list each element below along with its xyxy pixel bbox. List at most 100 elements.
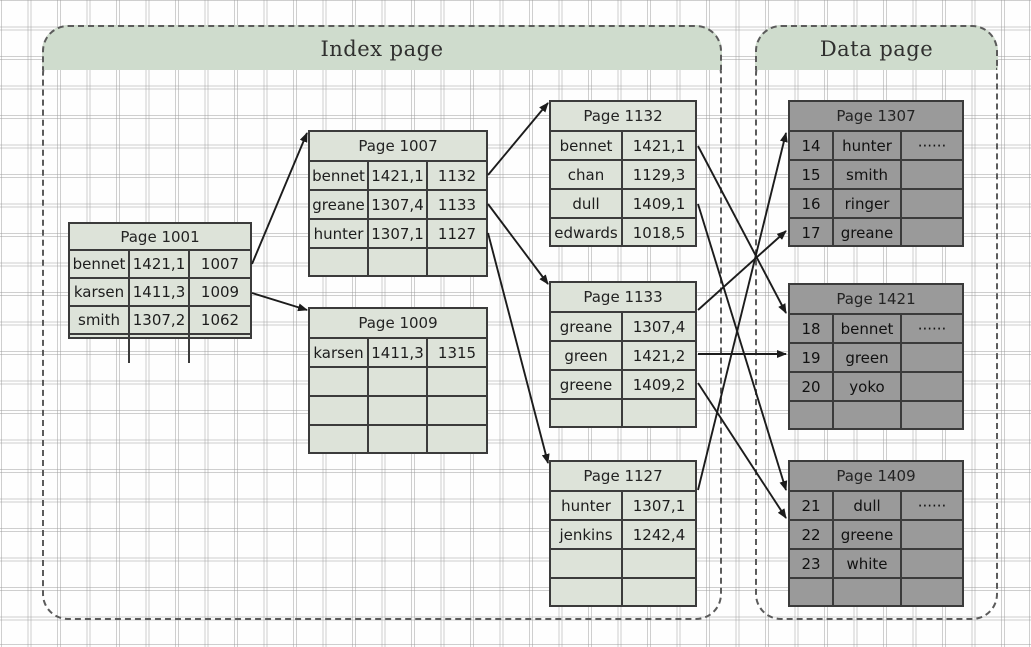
table-row[interactable]: greane 1307,4 1133 [310,191,486,220]
table-row-empty[interactable] [310,368,486,397]
cell-page: 1132 [437,166,477,185]
cell-rowid: 18 [790,315,834,342]
cell-rid [130,335,190,363]
data-table-page-1409[interactable]: Page 1409 21 dull ······ 22 greene 23 wh… [788,460,964,607]
table-row[interactable]: 20 yoko [790,373,962,402]
page-1421-header: Page 1421 [790,285,962,315]
page-1007-header: Page 1007 [310,132,486,162]
cell-name: bennet [834,315,902,342]
index-table-page-1127[interactable]: Page 1127 hunter 1307,1 jenkins 1242,4 [549,460,697,607]
table-row[interactable]: hunter 1307,1 [551,492,695,521]
table-row[interactable]: bennet 1421,1 [551,132,695,161]
table-row[interactable]: 18 bennet ······ [790,315,962,344]
table-row[interactable]: greane 1307,4 [551,313,695,342]
cell-key: bennet [310,162,369,189]
cell-more [902,402,962,430]
cell-key [310,249,369,277]
table-row[interactable]: jenkins 1242,4 [551,521,695,550]
cell-key: greane [551,313,623,340]
cell-more: ······ [917,136,947,155]
cell-rowid: 16 [790,190,834,217]
table-row[interactable]: 14 hunter ······ [790,132,962,161]
cell-name: yoko [834,373,902,400]
cell-page: 1007 [200,255,240,273]
table-row[interactable]: greene 1409,2 [551,371,695,400]
cell-rowid: 23 [790,550,834,577]
index-table-page-1009[interactable]: Page 1009 karsen 1411,3 1315 [308,307,488,454]
cell-rid: 1307,1 [369,220,428,247]
table-row[interactable]: 21 dull ······ [790,492,962,521]
table-row[interactable]: edwards 1018,5 [551,219,695,247]
cell-key [551,550,623,577]
cell-rid: 1421,2 [632,346,686,365]
cell-page [428,249,486,277]
cell-rowid: 14 [790,132,834,159]
table-row-empty[interactable] [70,335,250,363]
cell-key: bennet [70,251,130,277]
data-table-page-1307[interactable]: Page 1307 14 hunter ······ 15 smith 16 r… [788,100,964,247]
data-page-group-label: Data page [819,36,934,61]
table-row[interactable]: 19 green [790,344,962,373]
cell-rid [369,426,428,454]
table-row-empty[interactable] [551,550,695,579]
cell-name: smith [834,161,902,188]
table-row[interactable]: bennet 1421,1 1132 [310,162,486,191]
page-1307-header: Page 1307 [790,102,962,132]
cell-rid: 1129,3 [632,165,686,184]
cell-more [902,344,962,371]
cell-rid [623,400,695,428]
table-row-empty[interactable] [551,400,695,428]
cell-rid: 1307,1 [632,496,686,515]
index-table-page-1133[interactable]: Page 1133 greane 1307,4 green 1421,2 gre… [549,281,697,428]
table-row[interactable]: 17 greane [790,219,962,247]
table-row-empty[interactable] [790,402,962,430]
index-table-page-1007[interactable]: Page 1007 bennet 1421,1 1132 greane 1307… [308,130,488,277]
table-row[interactable]: karsen 1411,3 1315 [310,339,486,368]
table-row[interactable]: 23 white [790,550,962,579]
cell-key: smith [70,307,130,333]
cell-rowid [790,579,834,607]
index-table-page-1132[interactable]: Page 1132 bennet 1421,1 chan 1129,3 dull… [549,100,697,247]
cell-rid: 1411,3 [130,279,190,305]
page-1409-header: Page 1409 [790,462,962,492]
cell-key: karsen [70,279,130,305]
table-row[interactable]: karsen 1411,3 1009 [70,279,250,307]
index-page-group-label: Index page [320,36,444,61]
cell-key: chan [551,161,623,188]
cell-key: hunter [310,220,369,247]
table-row[interactable]: dull 1409,1 [551,190,695,219]
cell-rid: 1421,1 [632,136,686,155]
index-table-page-1001[interactable]: Page 1001 bennet 1421,1 1007 karsen 1411… [68,222,252,363]
cell-page [190,335,250,363]
data-table-page-1421[interactable]: Page 1421 18 bennet ······ 19 green 20 y… [788,283,964,430]
cell-rid: 1409,2 [632,375,686,394]
table-row-empty[interactable] [790,579,962,607]
page-1127-header: Page 1127 [551,462,695,492]
cell-rowid: 21 [790,492,834,519]
cell-key: jenkins [551,521,623,548]
cell-name: green [834,344,902,371]
cell-rid: 1421,1 [369,162,428,189]
table-row[interactable]: chan 1129,3 [551,161,695,190]
cell-rowid: 22 [790,521,834,548]
table-row[interactable]: 22 greene [790,521,962,550]
table-row[interactable]: green 1421,2 [551,342,695,371]
cell-key: greene [551,371,623,398]
cell-key: bennet [551,132,623,159]
cell-more: ······ [917,496,947,515]
table-row[interactable]: bennet 1421,1 1007 [70,251,250,279]
cell-rid: 1411,3 [369,339,428,366]
cell-page: 1133 [437,195,477,214]
table-row[interactable]: smith 1307,2 1062 [70,307,250,335]
table-row-empty[interactable] [551,579,695,607]
table-row[interactable]: 15 smith [790,161,962,190]
cell-rowid: 19 [790,344,834,371]
cell-key: edwards [551,219,623,247]
table-row[interactable]: 16 ringer [790,190,962,219]
table-row-empty[interactable] [310,426,486,454]
table-row-empty[interactable] [310,397,486,426]
table-row-empty[interactable] [310,249,486,277]
table-row[interactable]: hunter 1307,1 1127 [310,220,486,249]
cell-key: karsen [310,339,369,366]
